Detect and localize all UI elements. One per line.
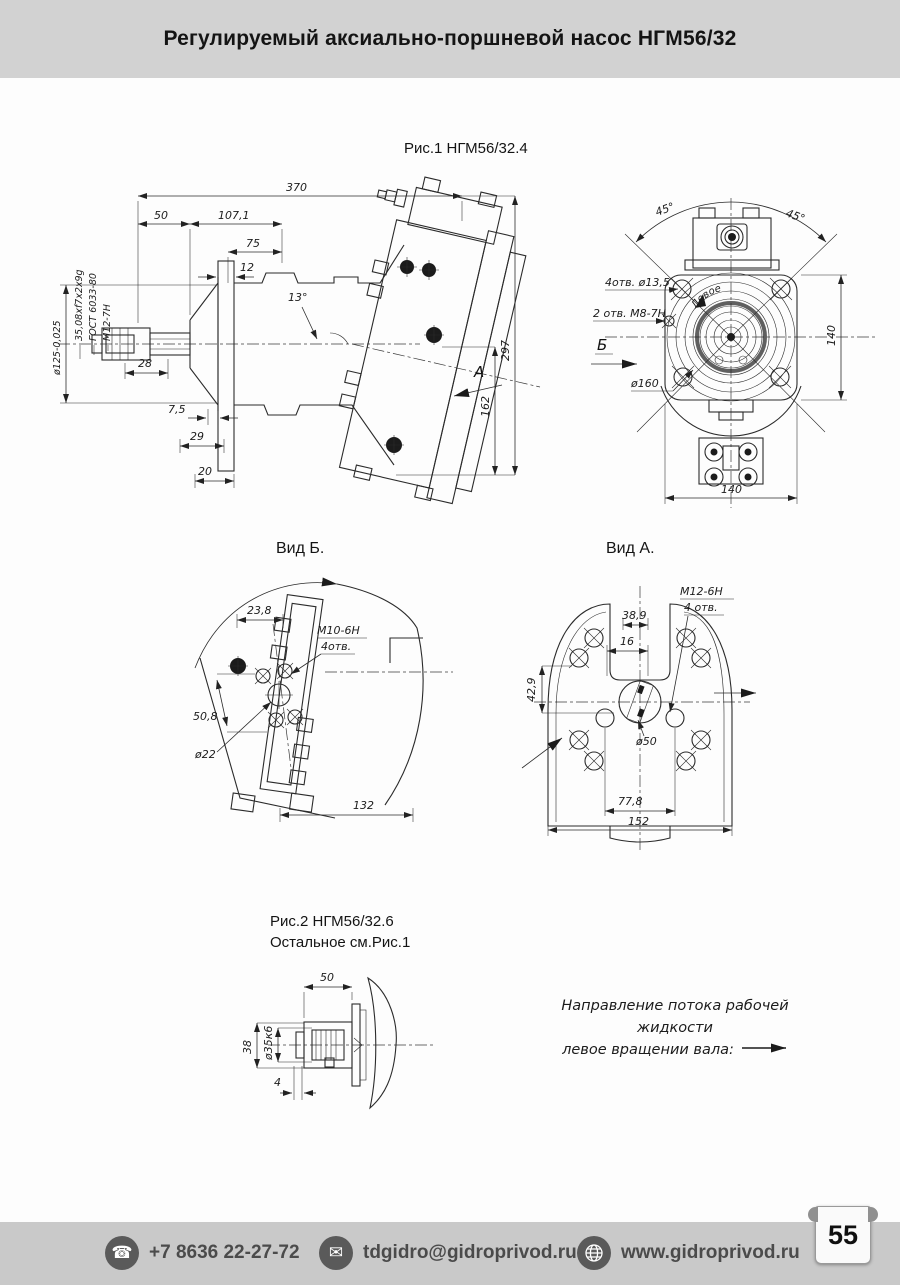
- fig1-side-view-drawing: 370 50 107,1 75 12 28 7,5 29 20 13° А: [52, 176, 541, 505]
- dim-shaft-dia: ø125-0,025: [52, 320, 63, 376]
- view-a-drawing: 38,9 16 42,9 М12-6Н 4 отв. ø50 77,8 152: [521, 585, 756, 850]
- view-b-drawing: 23,8 М10-6Н 4отв. 50,8 ø22 132: [193, 577, 453, 822]
- page-footer: [0, 1222, 900, 1285]
- view-arrow-b: Б: [597, 336, 607, 354]
- dim-42-9: 42,9: [525, 678, 538, 703]
- dim-4: 4: [274, 1076, 281, 1089]
- label-holes-m8: 2 отв. М8-7Н: [593, 307, 666, 320]
- dim-132: 132: [353, 799, 374, 812]
- dim-162: 162: [479, 396, 492, 417]
- page-number: 55: [827, 1219, 859, 1250]
- view-arrow-a: А: [473, 363, 484, 381]
- dim-12: 12: [240, 261, 254, 274]
- label-thread-m12: М12-7Н: [102, 304, 113, 341]
- dim-angle-right: 45°: [784, 207, 807, 226]
- corner-holes: [661, 277, 793, 389]
- fig1-front-view-drawing: 45° 45° 4отв. ø13,5 2 отв. М8-7Н Б ø160 …: [591, 198, 875, 508]
- flow-direction-arrow: [740, 1042, 788, 1058]
- dim-38: 38: [241, 1040, 254, 1054]
- dim-23-8: 23,8: [247, 604, 272, 617]
- dim-height-140: 140: [825, 325, 838, 346]
- badge-curl-right: [868, 1207, 878, 1222]
- dim-angle-left: 45°: [654, 200, 677, 219]
- fig1-caption: Рис.1 НГМ56/32.4: [404, 140, 528, 157]
- face-holes: [254, 662, 304, 729]
- page-header: Регулируемый аксиально-поршневой насос Н…: [0, 0, 900, 78]
- flow-note-line2: левое вращении вала:: [540, 1039, 810, 1061]
- page-title: Регулируемый аксиально-поршневой насос Н…: [163, 27, 737, 50]
- badge-curl-left: [808, 1207, 818, 1222]
- view-a-caption: Вид А.: [606, 540, 655, 557]
- dim-107-1: 107,1: [218, 209, 250, 222]
- dim-370: 370: [286, 181, 307, 194]
- flow-arrow-in: [521, 737, 563, 769]
- dim-50: 50: [320, 971, 334, 984]
- label-thread-m12-6h: М12-6Н: [680, 585, 723, 598]
- dim-50: 50: [154, 209, 168, 222]
- label-spline-gost: ГОСТ 6033-80: [88, 273, 99, 341]
- dim-29: 29: [190, 430, 204, 443]
- label-thread-m10: М10-6Н: [317, 624, 360, 637]
- plug-ports: [386, 260, 442, 453]
- footer-email-block: ✉ tdgidro@gidroprivod.ru: [319, 1236, 577, 1270]
- dim-pilot-dia: ø160: [630, 377, 659, 390]
- dim-75: 75: [246, 237, 260, 250]
- email-icon: ✉: [319, 1236, 353, 1270]
- dim-tilt-angle: 13°: [288, 291, 308, 304]
- view-b-caption: Вид Б.: [276, 540, 325, 557]
- footer-email-address: tdgidro@gidroprivod.ru: [363, 1242, 577, 1263]
- fig2-caption-line2: Остальное см.Рис.1: [270, 934, 411, 951]
- dim-width-140: 140: [721, 483, 742, 496]
- label-spline: 35,08xf7x2x9g: [74, 269, 85, 341]
- dim-38-9: 38,9: [622, 609, 647, 622]
- flow-direction-note: Направление потока рабочей жидкости лево…: [540, 995, 810, 1061]
- footer-website-block: www.gidroprivod.ru: [577, 1236, 800, 1270]
- fig2-shaft-drawing: 50 38 ø35к6 4: [241, 971, 436, 1110]
- dim-297: 297: [499, 340, 512, 361]
- dim-shaft-dia-50: ø50: [635, 735, 657, 748]
- dim-77-8: 77,8: [618, 795, 643, 808]
- page-number-badge: 55: [808, 1206, 878, 1264]
- dim-50-8: 50,8: [193, 710, 218, 723]
- dim-20: 20: [198, 465, 212, 478]
- dim-152: 152: [628, 815, 649, 828]
- fig2-caption-line1: Рис.2 НГМ56/32.6: [270, 913, 394, 930]
- dim-port-dia: ø22: [194, 748, 216, 761]
- dim-shaft-dia-35k6: ø35к6: [262, 1026, 275, 1061]
- dim-28: 28: [138, 357, 152, 370]
- dim-7-5: 7,5: [168, 403, 186, 416]
- label-thread-holes: 4отв.: [321, 640, 351, 653]
- label-holes-13-5: 4отв. ø13,5: [605, 276, 670, 289]
- dim-16: 16: [620, 635, 634, 648]
- mounting-holes: [568, 627, 712, 772]
- footer-phone-number: +7 8636 22-27-72: [149, 1242, 300, 1263]
- fig2-caption: Рис.2 НГМ56/32.6 Остальное см.Рис.1: [270, 911, 410, 953]
- label-thread-holes: 4 отв.: [684, 601, 718, 614]
- globe-icon: [577, 1236, 611, 1270]
- footer-website-url: www.gidroprivod.ru: [621, 1242, 800, 1263]
- flow-note-line1: Направление потока рабочей жидкости: [561, 998, 789, 1036]
- phone-icon: ☎: [105, 1236, 139, 1270]
- footer-phone-block: ☎ +7 8636 22-27-72: [105, 1236, 300, 1270]
